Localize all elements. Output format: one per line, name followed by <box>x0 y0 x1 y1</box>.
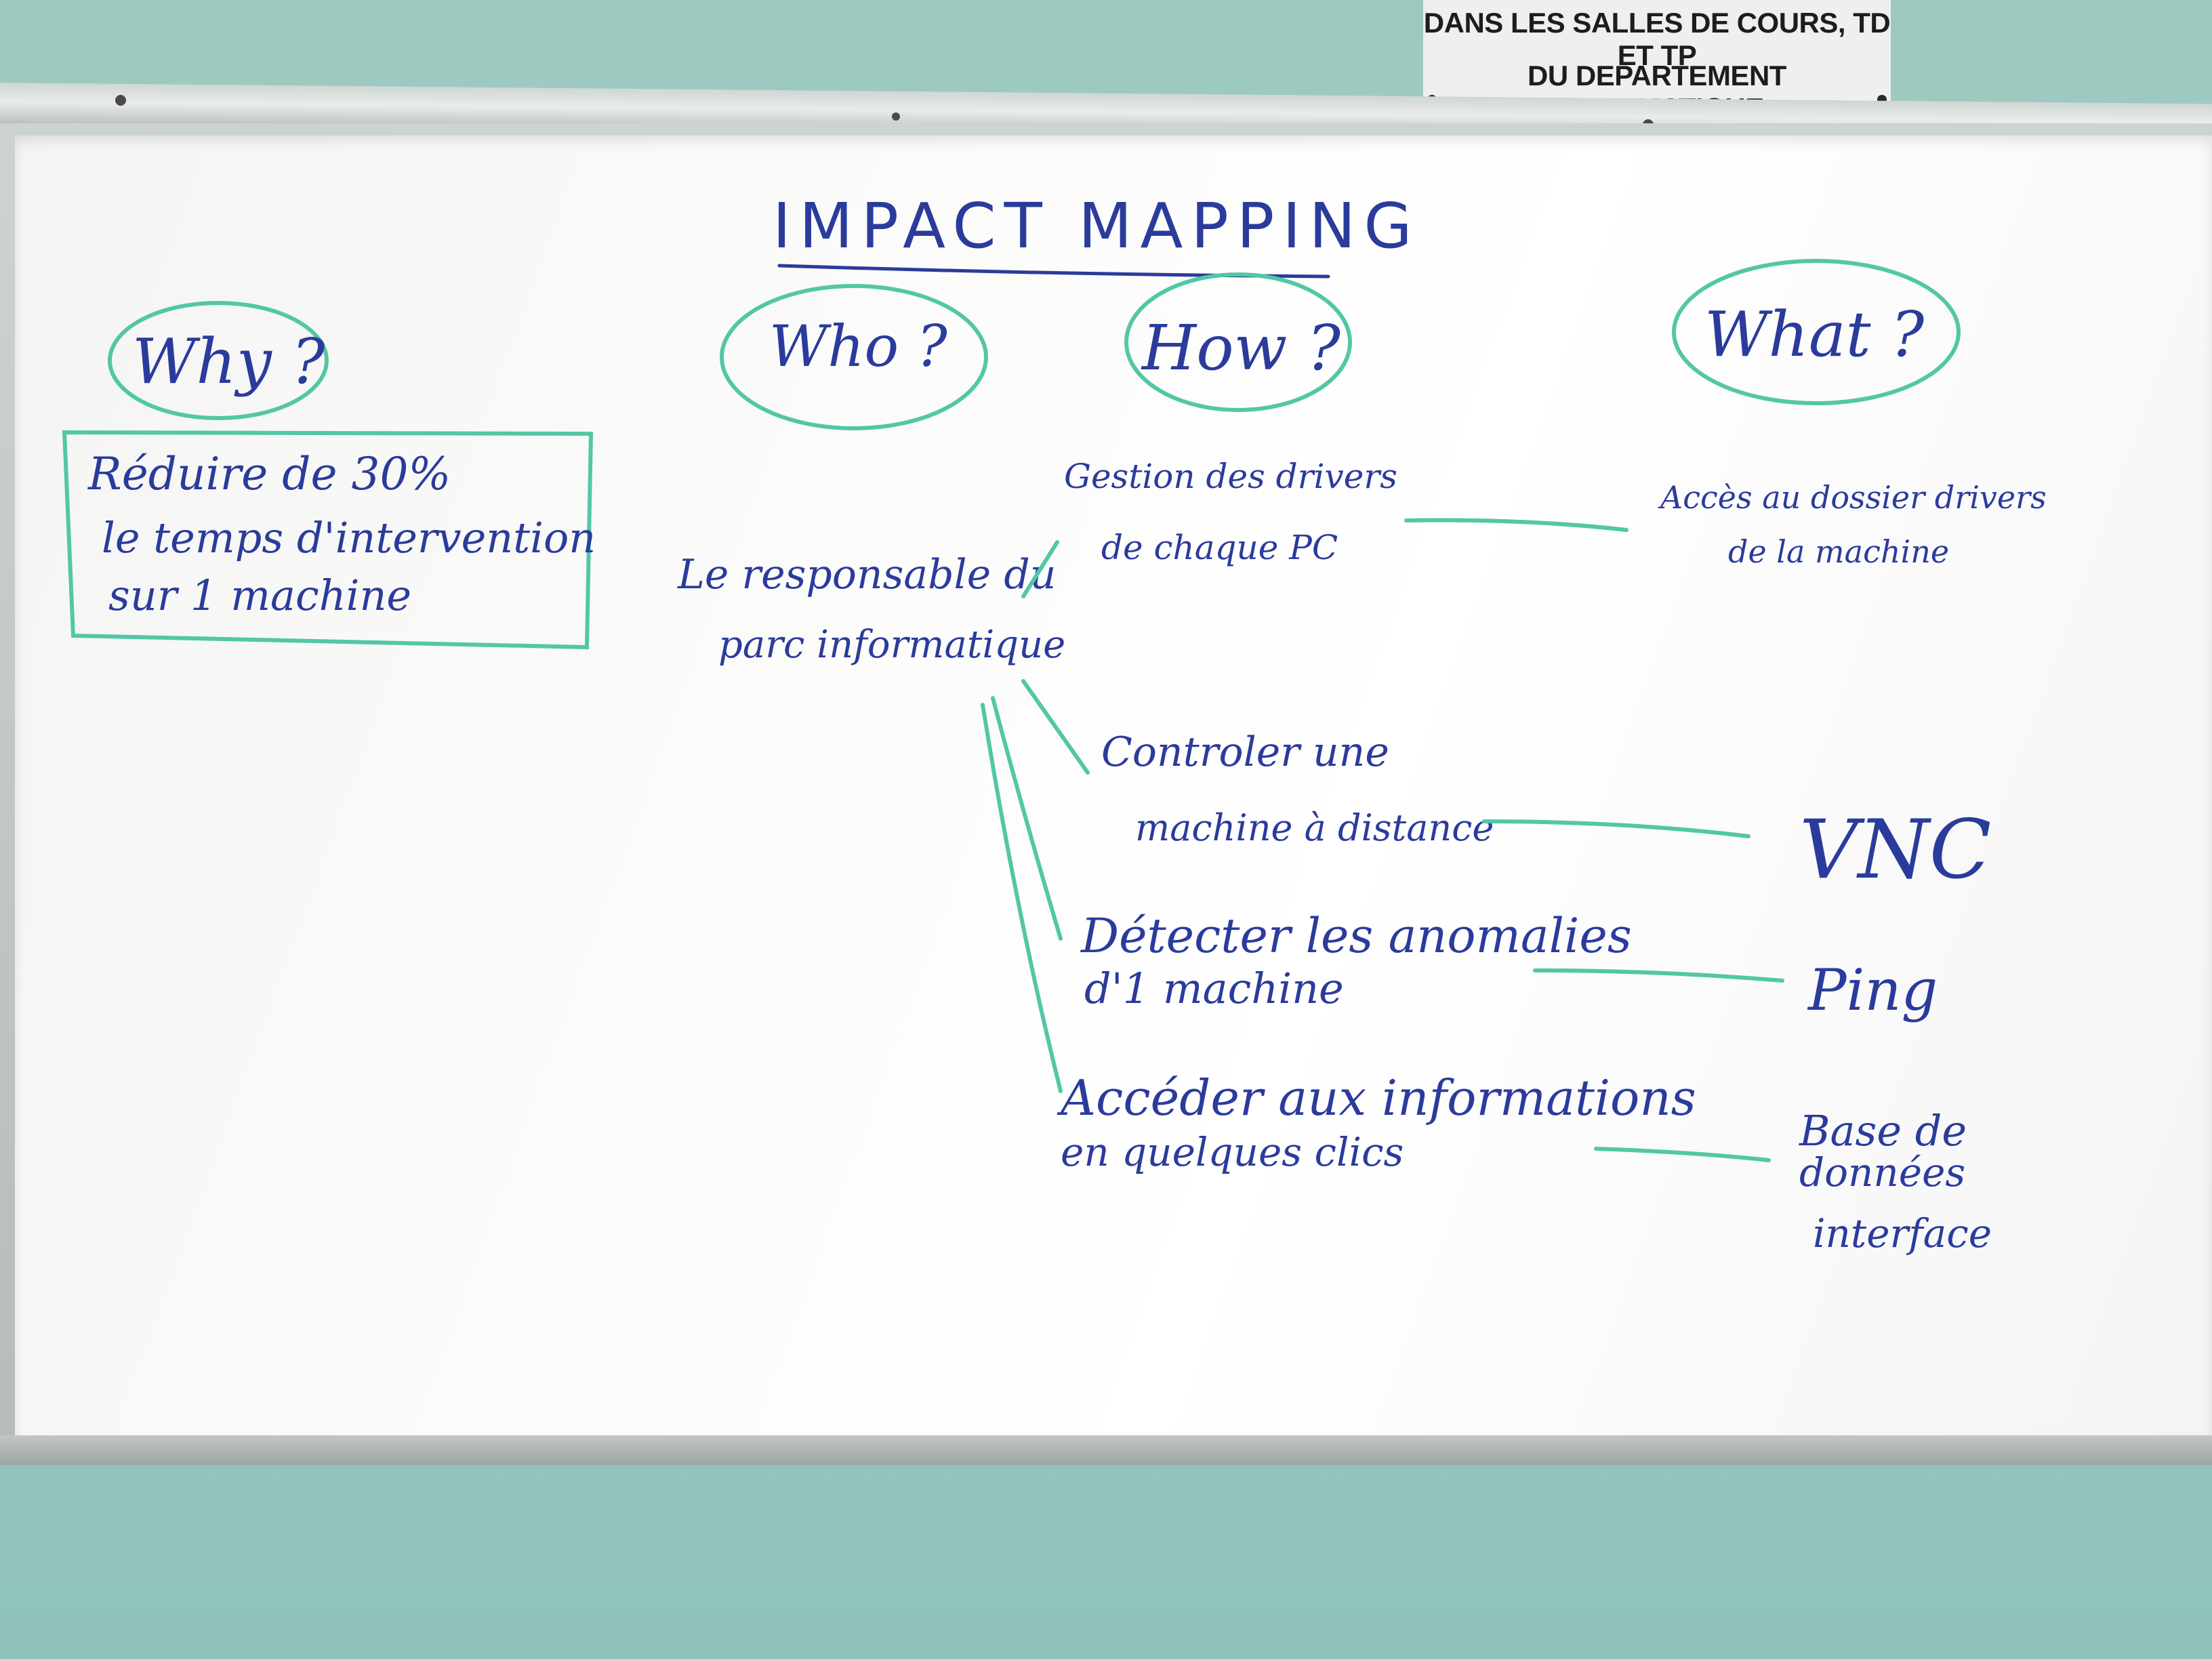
heading-why: Why ? <box>132 325 325 398</box>
what-4-line-2: données <box>1799 1149 1965 1195</box>
link-line <box>1482 819 1750 838</box>
how-2-line-1: Controler une <box>1101 729 1389 776</box>
goal-box <box>62 430 594 650</box>
board-title: IMPACT MAPPING <box>773 190 1420 262</box>
what-1-line-1: Accès au dossier drivers <box>1658 479 2047 516</box>
heading-who: Who ? <box>769 313 948 380</box>
marker-tray <box>0 1435 2212 1465</box>
how-4-line-1: Accéder aux informations <box>1057 1069 1696 1126</box>
what-4-line-1: Base de <box>1799 1106 1967 1155</box>
how-3-line-1: Détecter les anomalies <box>1080 908 1632 964</box>
branch-line <box>991 696 1063 941</box>
branch-line <box>981 703 1063 1093</box>
who-bubble <box>720 284 988 430</box>
how-bubble <box>1124 272 1352 412</box>
heading-what: What ? <box>1704 298 1925 371</box>
screw-icon <box>892 112 900 121</box>
branch-line <box>1021 540 1059 598</box>
link-line <box>1594 1147 1771 1162</box>
whiteboard <box>15 136 2212 1437</box>
how-1-line-1: Gestion des drivers <box>1064 457 1397 496</box>
sign-line-1: DANS LES SALLES DE COURS, TD ET TP <box>1423 7 1891 71</box>
what-4-line-3: interface <box>1813 1210 1992 1256</box>
branch-line <box>1021 679 1090 775</box>
what-1-line-2: de la machine <box>1728 533 1949 570</box>
link-line <box>1404 518 1629 532</box>
how-2-line-2: machine à distance <box>1135 806 1494 849</box>
screw-icon <box>115 95 126 106</box>
goal-line-2: le temps d'intervention <box>102 513 596 562</box>
goal-line-1: Réduire de 30% <box>87 448 451 500</box>
goal-line-3: sur 1 machine <box>108 571 411 620</box>
heading-how: How ? <box>1141 312 1341 384</box>
actor-line-2: parc informatique <box>718 623 1065 667</box>
what-bubble <box>1672 259 1961 405</box>
link-line <box>1533 968 1784 983</box>
how-3-line-2: d'1 machine <box>1084 964 1344 1013</box>
how-4-line-2: en quelques clics <box>1061 1129 1404 1175</box>
why-bubble <box>108 301 329 420</box>
what-3: Ping <box>1807 957 1938 1023</box>
how-1-line-2: de chaque PC <box>1101 528 1338 567</box>
actor-line-1: Le responsable du <box>677 551 1056 598</box>
what-2: VNC <box>1799 803 1991 897</box>
